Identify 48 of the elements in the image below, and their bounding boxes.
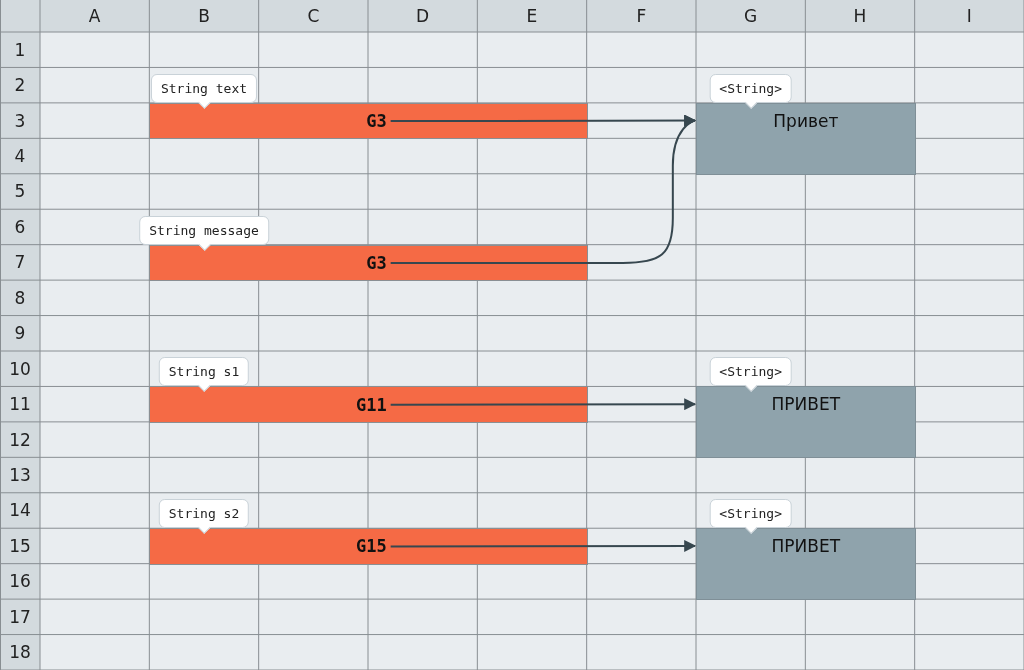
type-tooltip: <String> [709, 73, 792, 109]
row-header: 12 [8, 428, 32, 452]
row-header: 16 [8, 570, 32, 594]
variable-bar [149, 528, 588, 565]
variable-bar [149, 102, 588, 140]
arrow [389, 539, 697, 552]
row-header: 13 [8, 464, 32, 488]
column-header: B [197, 5, 211, 28]
type-tooltip: <String> [709, 499, 792, 535]
variable-bar [149, 244, 588, 282]
cell-reference: G3 [366, 245, 387, 281]
row-header: 3 [13, 109, 27, 133]
variable-bar [149, 386, 588, 423]
value-text: ПРИВЕТ [770, 393, 842, 417]
arrow [389, 398, 697, 411]
column-header: A [87, 5, 102, 28]
value-box [696, 386, 916, 459]
row-header: 10 [8, 357, 32, 381]
column-header: H [852, 5, 868, 28]
cell-reference: G3 [366, 103, 387, 139]
row-header: 15 [8, 534, 32, 558]
column-header: E [525, 5, 539, 28]
arrow [389, 116, 697, 264]
column-header: I [965, 5, 973, 28]
column-header: G [743, 5, 759, 28]
cell-reference: G15 [355, 529, 387, 564]
column-header: D [415, 5, 431, 28]
value-text: ПРИВЕТ [770, 535, 842, 559]
row-header: 7 [13, 251, 27, 275]
row-header: 11 [8, 393, 32, 417]
row-header: 17 [8, 605, 32, 629]
row-header: 18 [8, 641, 32, 665]
cell-reference: G11 [355, 387, 387, 422]
column-header: C [306, 5, 321, 28]
row-header: 2 [13, 74, 27, 98]
row-header: 14 [8, 499, 32, 523]
column-header: F [635, 5, 648, 28]
type-tooltip: String text [150, 73, 258, 109]
row-header: 1 [13, 38, 27, 62]
row-header: 5 [13, 180, 27, 204]
row-header: 4 [13, 145, 27, 169]
value-box [696, 528, 916, 601]
row-header: 9 [13, 322, 27, 346]
value-text: Привет [772, 109, 840, 133]
row-header: 8 [13, 286, 27, 310]
value-box [696, 102, 916, 175]
row-header: 6 [13, 215, 27, 239]
type-tooltip: String message [139, 215, 269, 251]
